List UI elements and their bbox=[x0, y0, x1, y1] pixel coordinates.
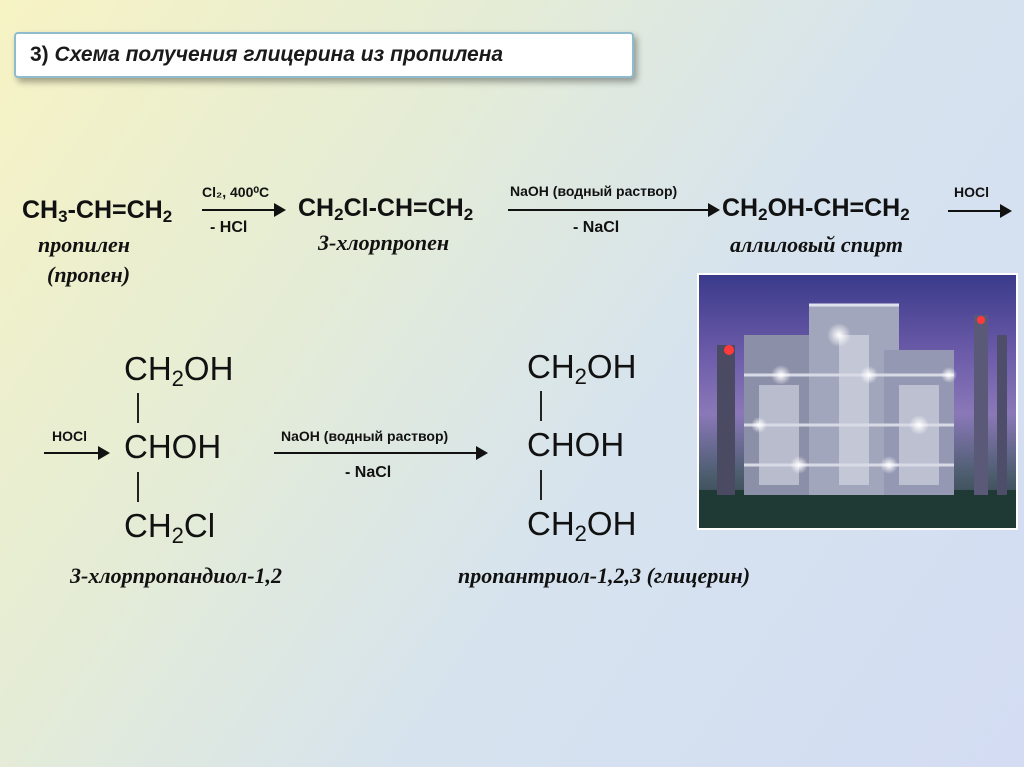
step2-byproduct: - NaCl bbox=[573, 219, 620, 236]
allyl-alcohol-formula: CH2OH-CH=CH2 bbox=[722, 194, 910, 224]
chlorodiol-line3: CH2Cl bbox=[124, 507, 216, 548]
step3-arrow-top bbox=[948, 204, 1012, 218]
step2-conditions: NaOH (водный раствор) bbox=[510, 183, 678, 199]
chlorodiol-line1: CH2OH bbox=[124, 350, 234, 391]
propylene-formula: CH3-CH=CH2 bbox=[22, 196, 173, 226]
step3-arrow bbox=[44, 446, 110, 460]
step4-conditions: NaOH (водный раствор) bbox=[281, 428, 449, 444]
chloropropene-formula: CH2Cl-CH=CH2 bbox=[298, 194, 474, 224]
chloropropene-name: 3-хлорпропен bbox=[318, 230, 450, 255]
step1-conditions: Cl₂, 400⁰С bbox=[202, 184, 270, 200]
step3-reagent: HOCl bbox=[52, 428, 87, 444]
title-number: 3) bbox=[30, 43, 49, 66]
chlorodiol-bond-2 bbox=[137, 472, 139, 502]
step1-byproduct: - HCl bbox=[210, 219, 248, 236]
glycerol-line2: CHOH bbox=[527, 426, 625, 463]
title-text: Схема получения глицерина из пропилена bbox=[54, 43, 504, 66]
chlorodiol-name: 3-хлорпропандиол-1,2 bbox=[70, 563, 283, 588]
glycerol-bond-2 bbox=[540, 470, 542, 500]
glycerol-name: пропантриол-1,2,3 (глицерин) bbox=[458, 563, 751, 588]
propylene-name: пропилен bbox=[38, 232, 130, 257]
step2-arrow bbox=[508, 203, 720, 217]
allyl-alcohol-name: аллиловый спирт bbox=[730, 232, 903, 257]
plant-illustration bbox=[699, 303, 1016, 528]
chlorodiol-bond-1 bbox=[137, 393, 139, 423]
step4-byproduct: - NaCl bbox=[345, 464, 392, 481]
step4-arrow bbox=[274, 446, 488, 460]
title-box: 3) Схема получения глицерина из пропилен… bbox=[14, 32, 634, 78]
step3-reagent-top: HOCl bbox=[954, 184, 989, 200]
chlorodiol-line2: CHOH bbox=[124, 428, 222, 465]
propylene-alt-name: (пропен) bbox=[47, 262, 131, 287]
glycerol-line1: CH2OH bbox=[527, 348, 637, 389]
chemical-plant-photo bbox=[697, 273, 1018, 530]
glycerol-bond-1 bbox=[540, 391, 542, 421]
step1-arrow bbox=[202, 203, 286, 217]
glycerol-line3: CH2OH bbox=[527, 505, 637, 546]
slide-title: 3) Схема получения глицерина из пропилен… bbox=[30, 43, 503, 67]
